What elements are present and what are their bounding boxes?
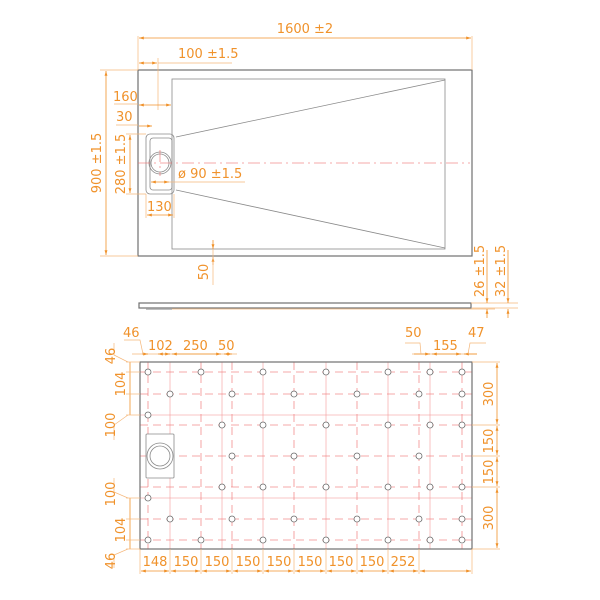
side-view: 26 ±1.5 32 ±1.5 <box>138 245 518 318</box>
dim-right-150-top: 150 <box>482 429 497 454</box>
dim-right-150-bottom: 150 <box>482 460 497 485</box>
dim-overall-width: 900 ±1.5 <box>90 133 105 194</box>
dim-left-46-top: 46 <box>104 348 119 365</box>
tray-side-profile <box>138 302 472 309</box>
dim-drain-housing-width: 130 <box>147 200 172 215</box>
dim-drain-diameter: ø 90 ±1.5 <box>178 167 242 182</box>
dim-bottom-150-3: 150 <box>236 555 261 570</box>
slope-line-top <box>175 79 446 138</box>
dim-left-100-top: 100 <box>104 413 119 438</box>
dim-bottom-150-4: 150 <box>267 555 292 570</box>
dim-drain-offset: 160 <box>113 90 138 105</box>
dim-top-right-155: 155 <box>433 339 458 354</box>
tray-bottom-outline <box>139 361 473 550</box>
dim-bottom-150-1: 150 <box>174 555 199 570</box>
slope-line-bottom <box>175 189 446 249</box>
dim-left-46-bottom: 46 <box>104 553 119 570</box>
drain-housing <box>145 133 175 195</box>
dim-left-100-bottom: 100 <box>104 482 119 507</box>
dim-top-right-50: 50 <box>405 326 422 341</box>
dim-left-104-bottom: 104 <box>114 518 129 543</box>
dim-bottom-150-2: 150 <box>205 555 230 570</box>
dim-drain-inset: 30 <box>116 110 133 125</box>
dim-top-right-47: 47 <box>468 326 485 341</box>
dim-bottom-150-5: 150 <box>298 555 323 570</box>
tray-inner-outline <box>171 78 446 250</box>
dim-bottom-border: 50 <box>197 264 212 281</box>
bottom-view: 46 102 250 50 50 155 47 46 104 100 100 1… <box>104 326 500 574</box>
dim-border-width: 100 ±1.5 <box>178 47 239 62</box>
top-view: 1600 ±2 100 ±1.5 900 ±1.5 160 30 280 ±1.… <box>90 22 473 285</box>
dim-left-104-top: 104 <box>114 372 129 397</box>
drain-outer-ring-bottom <box>146 442 174 470</box>
drain-housing-inner <box>149 137 173 191</box>
support-feet <box>144 368 466 544</box>
dim-thickness-inner: 26 ±1.5 <box>473 245 488 297</box>
dim-drain-housing-height: 280 ±1.5 <box>114 134 129 195</box>
dim-right-300-top: 300 <box>482 382 497 407</box>
drain-inner-ring-bottom <box>149 445 171 467</box>
dim-bottom-150-6: 150 <box>329 555 354 570</box>
dim-bottom-150-7: 150 <box>360 555 385 570</box>
dim-thickness-total: 32 ±1.5 <box>494 245 509 297</box>
dim-top-102: 102 <box>148 339 173 354</box>
dim-top-250: 250 <box>183 339 208 354</box>
dim-top-46: 46 <box>123 326 140 341</box>
dim-bottom-148: 148 <box>143 555 168 570</box>
dim-top-50: 50 <box>218 339 235 354</box>
dim-right-300-bottom: 300 <box>482 506 497 531</box>
dim-overall-length: 1600 ±2 <box>277 22 333 37</box>
dim-bottom-150-8: 252 <box>391 555 416 570</box>
